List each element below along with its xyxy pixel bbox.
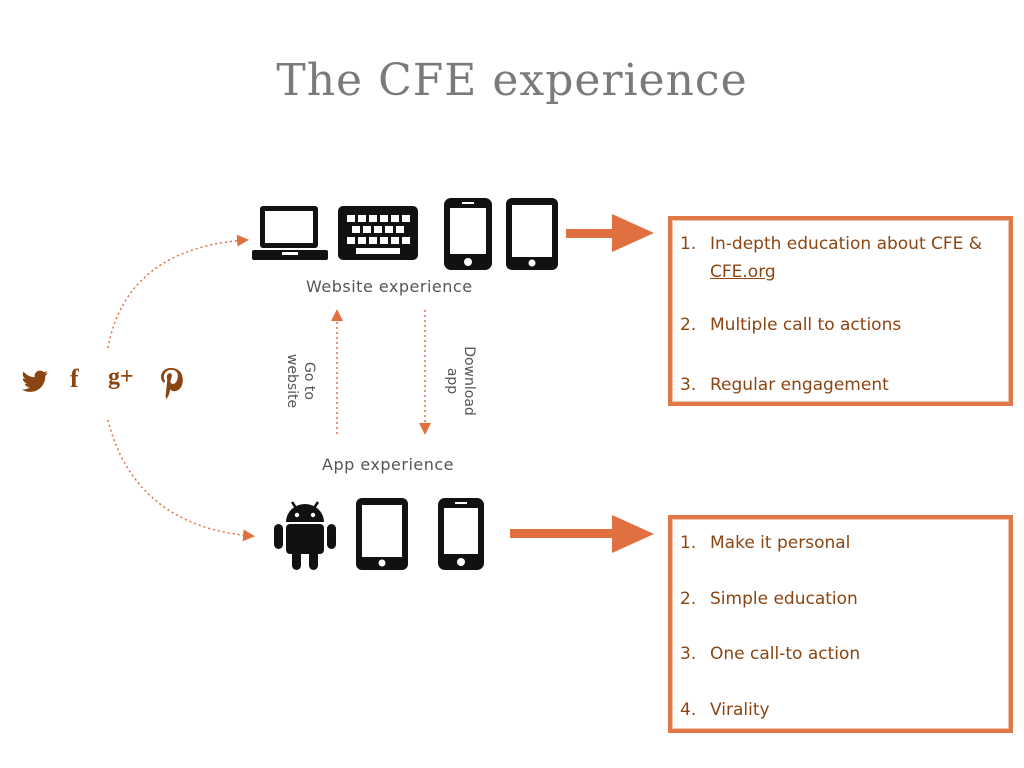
go-to-website-label: Go to website xyxy=(284,353,317,409)
download-app-label: Download app xyxy=(444,346,477,416)
slide-title: The CFE experience xyxy=(276,55,748,106)
app-goals-box: 1.Make it personal 2.Simple education 3.… xyxy=(668,515,1013,733)
google-plus-icon[interactable]: g+ xyxy=(108,364,134,390)
app-experience-label: App experience xyxy=(322,455,455,474)
arrow-to-app-box xyxy=(510,515,654,553)
website-goal-item: 2.Multiple call to actions xyxy=(680,315,902,335)
website-goals-box: 1.In-depth education about CFE & CFE.org… xyxy=(668,216,1013,406)
facebook-icon[interactable]: f xyxy=(70,364,79,393)
website-goal-text: In-depth education about CFE & xyxy=(710,234,983,254)
tablet-icon xyxy=(506,198,558,270)
laptop-icon xyxy=(252,206,328,260)
cfe-org-link[interactable]: CFE.org xyxy=(710,262,776,282)
app-goal-item: 1.Make it personal xyxy=(680,533,851,553)
android-icon xyxy=(274,501,336,570)
website-goal-item: 1.In-depth education about CFE & CFE.org xyxy=(680,230,990,286)
app-goal-item: 2.Simple education xyxy=(680,589,858,609)
keyboard-icon xyxy=(338,206,418,260)
website-goal-item: 3.Regular engagement xyxy=(680,375,889,395)
website-experience-label: Website experience xyxy=(306,277,473,296)
smartphone-icon xyxy=(444,198,492,270)
dotted-arrow-to-app xyxy=(107,419,255,542)
arrow-to-website-box xyxy=(566,214,654,252)
tablet-icon xyxy=(356,498,408,570)
pinterest-icon[interactable] xyxy=(158,366,184,400)
dotted-arrow-to-website xyxy=(107,234,249,349)
app-goal-item: 3.One call-to action xyxy=(680,644,861,664)
app-goal-item: 4.Virality xyxy=(680,700,770,720)
twitter-icon[interactable] xyxy=(18,368,50,398)
smartphone-icon xyxy=(438,498,484,570)
